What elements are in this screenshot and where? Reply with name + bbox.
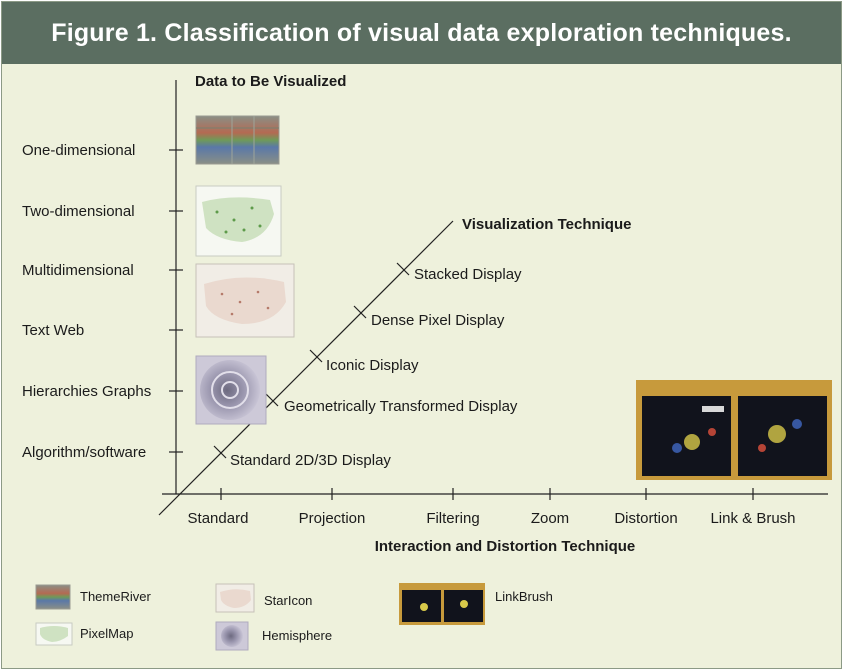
staricon-icon <box>215 583 255 613</box>
interaction-axis-ticks <box>220 488 754 500</box>
data-category-label: Algorithm/software <box>22 444 146 461</box>
interaction-category-label: Zoom <box>531 510 569 527</box>
visualization-tick <box>353 305 367 319</box>
visualization-category-label: Standard 2D/3D Display <box>230 452 391 469</box>
pixelmap-icon <box>35 622 73 646</box>
visualization-tick <box>265 393 279 407</box>
visualization-category-label: Iconic Display <box>326 357 419 374</box>
legend-item-linkbrush: LinkBrush <box>399 583 553 625</box>
interaction-axis-title: Interaction and Distortion Technique <box>375 538 636 555</box>
visualization-category-label: Stacked Display <box>414 266 522 283</box>
hemisphere-thumbnail <box>195 355 267 425</box>
data-category-label: Text Web <box>22 322 84 339</box>
interaction-category-label: Projection <box>299 510 366 527</box>
legend: ThemeRiver StarIcon LinkBrush <box>35 583 553 651</box>
data-category-label: Two-dimensional <box>22 203 135 220</box>
visualization-category-label: Geometrically Transformed Display <box>284 398 518 415</box>
legend-item-hemisphere: Hemisphere <box>215 621 332 651</box>
legend-label: LinkBrush <box>495 589 553 604</box>
legend-item-pixelmap: PixelMap <box>35 622 133 646</box>
legend-item-staricon: StarIcon <box>215 583 312 613</box>
linkbrush-thumbnail <box>636 380 832 480</box>
visualization-axis-title: Visualization Technique <box>462 216 631 233</box>
visualization-tick <box>309 349 323 363</box>
visualization-axis-labels: Standard 2D/3D Display Geometrically Tra… <box>230 266 522 469</box>
interaction-category-label: Standard <box>188 510 249 527</box>
legend-label: StarIcon <box>264 593 312 608</box>
interaction-category-label: Filtering <box>426 510 479 527</box>
interaction-category-label: Distortion <box>614 510 677 527</box>
data-category-label: Hierarchies Graphs <box>22 383 151 400</box>
interaction-category-label: Link & Brush <box>710 510 795 527</box>
hemisphere-icon <box>215 621 249 651</box>
themeriver-thumbnail <box>195 115 280 165</box>
legend-label: PixelMap <box>80 626 133 641</box>
visualization-axis-ticks <box>213 262 410 459</box>
visualization-category-label: Dense Pixel Display <box>371 312 505 329</box>
visualization-tick <box>396 262 410 276</box>
data-axis-title: Data to Be Visualized <box>195 73 346 90</box>
legend-label: Hemisphere <box>262 628 332 643</box>
figure-title: Figure 1. Classification of visual data … <box>2 2 841 64</box>
pixelmap-thumbnail <box>195 185 282 257</box>
visualization-tick <box>213 445 227 459</box>
interaction-axis-labels: Standard Projection Filtering Zoom Disto… <box>188 510 796 527</box>
legend-label: ThemeRiver <box>80 589 151 604</box>
data-axis-ticks <box>169 149 183 453</box>
linkbrush-icon <box>399 583 485 625</box>
data-category-label: Multidimensional <box>22 262 134 279</box>
legend-item-themeriver: ThemeRiver <box>35 584 151 610</box>
data-axis-labels: One-dimensional Two-dimensional Multidim… <box>22 142 151 461</box>
staricon-thumbnail <box>195 263 295 338</box>
themeriver-icon <box>35 584 71 610</box>
data-category-label: One-dimensional <box>22 142 135 159</box>
